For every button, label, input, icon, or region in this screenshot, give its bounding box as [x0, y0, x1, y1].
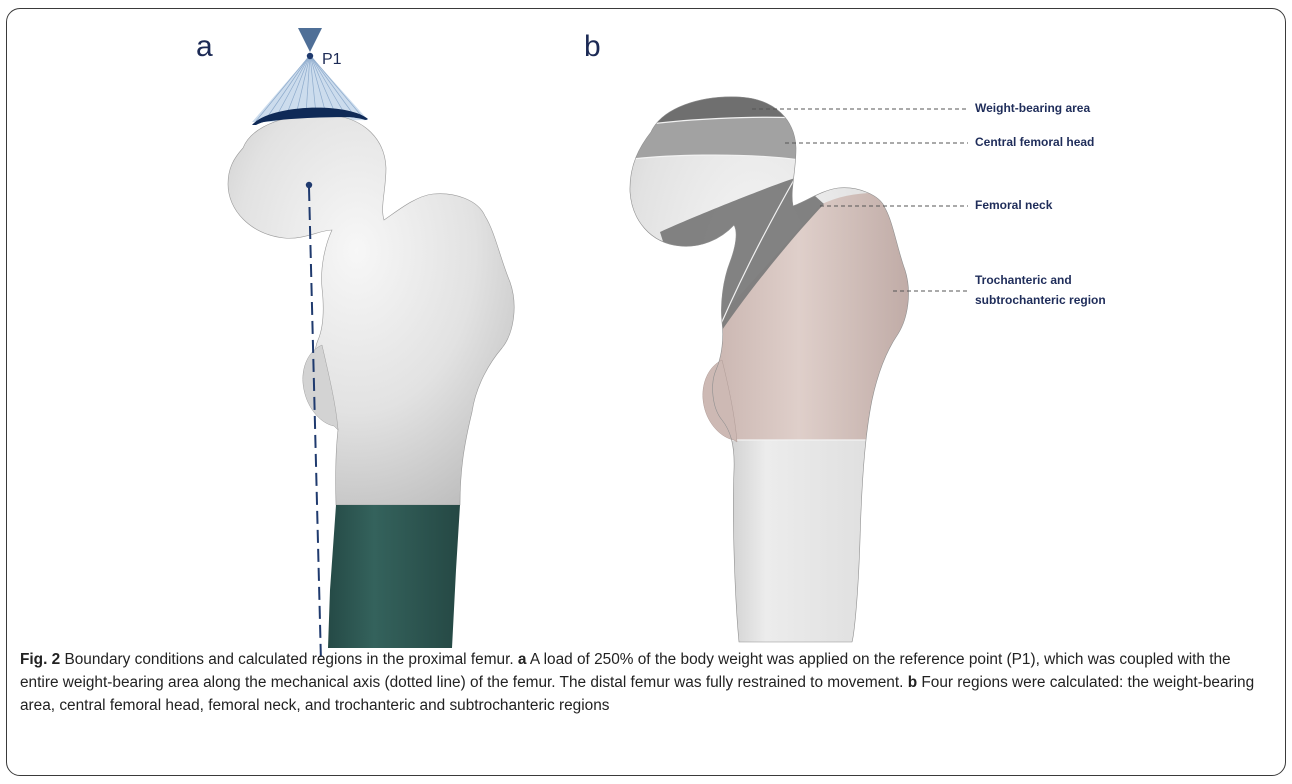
panel-b-femur	[620, 90, 968, 650]
label-central-femoral-head: Central femoral head	[975, 133, 1094, 152]
p1-point	[307, 53, 313, 59]
caption-b-label: b	[908, 674, 917, 691]
mechanical-axis-line	[309, 188, 321, 662]
trochanteric-region	[700, 193, 920, 440]
p1-label: P1	[322, 52, 342, 68]
distal-restrained-region	[328, 505, 460, 648]
central-femoral-head-region	[625, 117, 800, 160]
label-trochanteric-line2: subtrochanteric region	[975, 291, 1106, 310]
load-arrow	[298, 28, 322, 52]
caption-figure-label: Fig. 2	[20, 651, 60, 668]
lower-shaft-b	[700, 440, 920, 650]
panel-a-femur	[228, 28, 514, 662]
panel-a-letter: a	[196, 32, 213, 62]
figure-caption: Fig. 2 Boundary conditions and calculate…	[20, 648, 1270, 717]
label-trochanteric-line1: Trochanteric and	[975, 271, 1072, 290]
head-center-point	[306, 182, 312, 188]
label-weight-bearing-area: Weight-bearing area	[975, 99, 1090, 118]
femur-bone-a	[228, 115, 514, 505]
panel-b-letter: b	[584, 32, 601, 62]
label-femoral-neck: Femoral neck	[975, 196, 1052, 215]
caption-title: Boundary conditions and calculated regio…	[60, 651, 518, 668]
